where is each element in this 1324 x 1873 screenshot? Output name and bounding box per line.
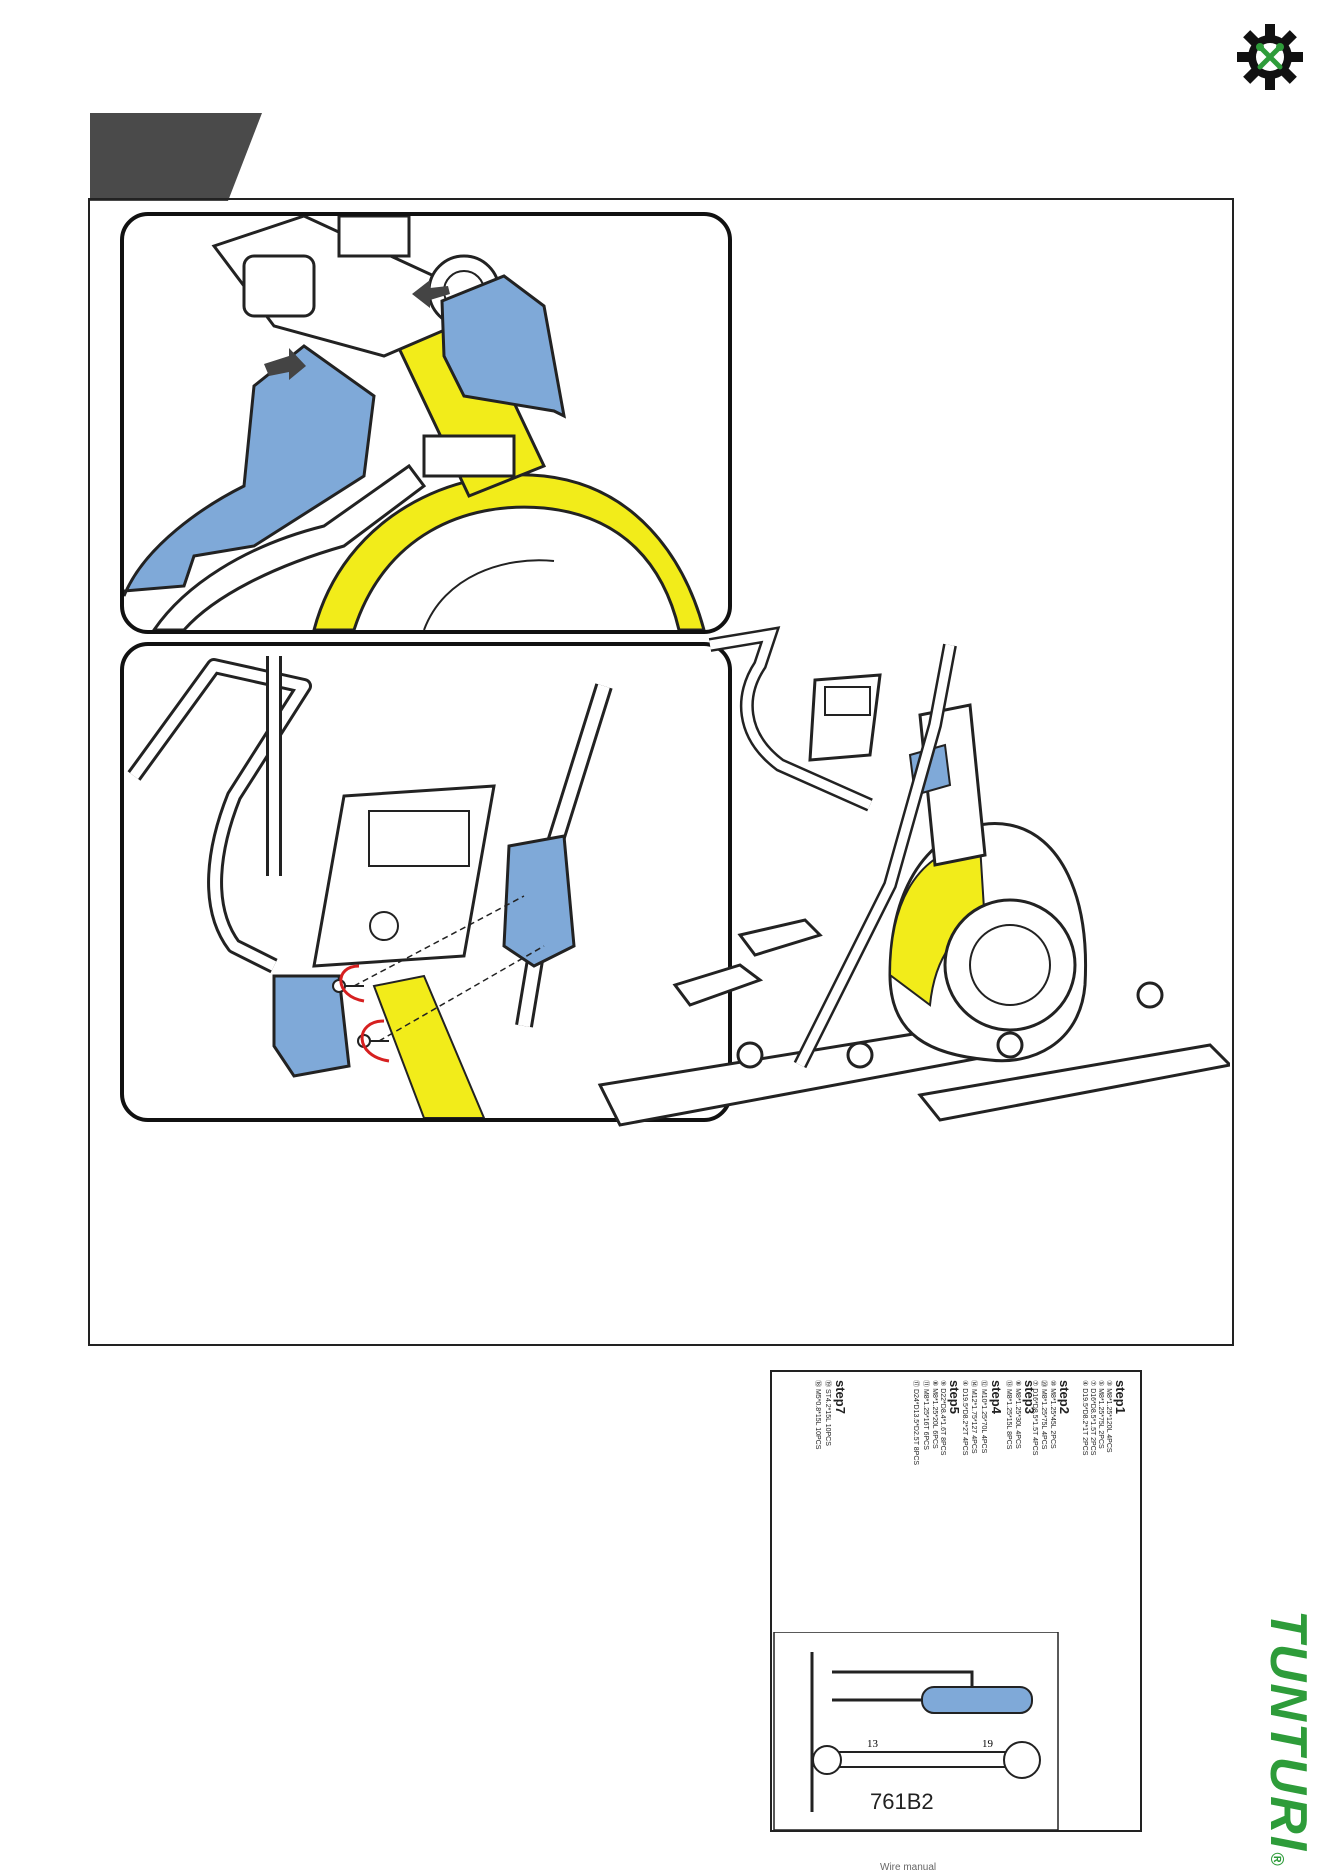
figure-frame	[88, 198, 1234, 1346]
console-cover-illustration	[127, 656, 613, 1118]
step5-title: step5	[947, 1380, 962, 1414]
hardware-item: ⑪ M8*1.25*16T 6PCS	[922, 1380, 929, 1450]
footer-text: Wire manual	[880, 1862, 937, 1873]
hardware-item: ⑬ M8*1.25*15L 8PCS	[1005, 1380, 1012, 1450]
brand-name: TUNTURI	[1259, 1610, 1317, 1853]
hardware-item: ⑭ M12*1.75*127 4PCS	[970, 1380, 977, 1454]
hardware-item: ⑳ M8*1.25*75L 4PCS	[1040, 1380, 1047, 1450]
gear-wrench-icon	[1237, 24, 1303, 90]
registered-mark: ®	[1267, 1852, 1287, 1868]
hardware-item: ⑫ M10*1.25*70L 4PCS	[980, 1380, 987, 1454]
model-code: 761B2	[870, 1789, 934, 1814]
hardware-item: ④ D19.5*D8.2*2T 4PCS	[961, 1380, 968, 1456]
brand-wordmark: TUNTURI®	[1258, 1610, 1318, 1867]
hardware-item: ⑲ ST4.2*15L 10PCS	[824, 1380, 831, 1446]
step3-title: step3	[1022, 1380, 1037, 1414]
step4-title: step4	[989, 1380, 1004, 1414]
hardware-item: ⑧ M8*1.25*20L 6PCS	[931, 1380, 938, 1449]
tools-illustration: 13 19	[773, 1632, 1059, 1830]
hardware-item: ⑱ M5*0.8*15L 10PCS	[814, 1380, 821, 1450]
hardware-item: ⑤ M8*1.25*75L 2PCS	[1097, 1380, 1104, 1449]
hardware-item: ⑩ M8*1.25*45L 2PCS	[1049, 1380, 1056, 1449]
hardware-item: ④ D19.5*D8.2*1T 2PCS	[1081, 1380, 1088, 1456]
hardware-checklist: step1 ③ M8*1.25*120L 4PCS ⑤ M8*1.25*75L …	[770, 1370, 1142, 1832]
hardware-item: ⑧ M8*1.25*30L 4PCS	[1014, 1380, 1021, 1449]
step2-title: step2	[1057, 1380, 1072, 1414]
hardware-item: ⑨ D22*D8.4*1.6T 8PCS	[939, 1380, 946, 1456]
hardware-item: ⑦ D16*D8.5*1.5T 2PCS	[1089, 1380, 1096, 1456]
hardware-item: ⑰ D24*D13.5*D2.5T 8PCS	[912, 1380, 919, 1466]
elliptical-trainer-overview	[597, 626, 1230, 1127]
step7-title: step7	[833, 1380, 848, 1414]
detail-panel-covers	[120, 212, 732, 634]
step-number-tab	[90, 113, 262, 201]
wrench-size-13: 13	[867, 1738, 879, 1750]
cover-installation-illustration	[124, 216, 706, 630]
wrench-size-19: 19	[982, 1738, 994, 1750]
detail-panel-console	[120, 642, 732, 1122]
hardware-item: ③ M8*1.25*120L 4PCS	[1105, 1380, 1112, 1453]
step1-title: step1	[1113, 1380, 1128, 1414]
